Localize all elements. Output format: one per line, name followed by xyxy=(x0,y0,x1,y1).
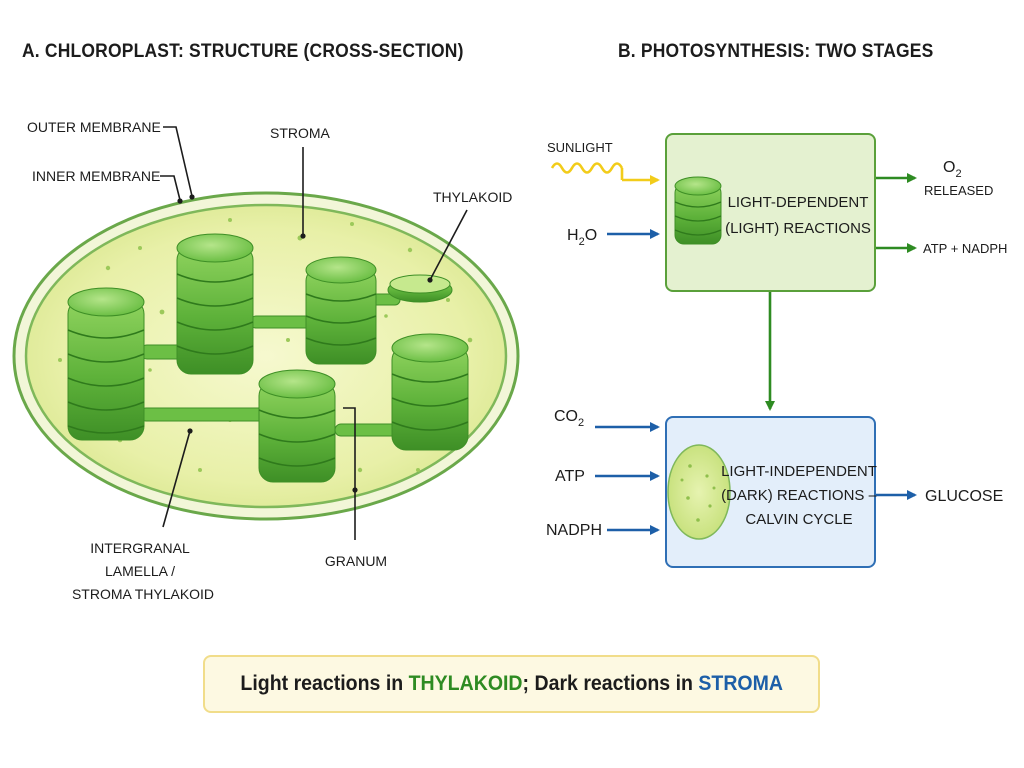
light-box-line2: (LIGHT) REACTIONS xyxy=(725,220,871,237)
nadph-label: NADPH xyxy=(546,522,602,539)
panel-b-title: B. PHOTOSYNTHESIS: TWO STAGES xyxy=(618,41,934,62)
summary-banner: Light reactions in THYLAKOID; Dark react… xyxy=(203,655,820,713)
summary-stroma: STROMA xyxy=(698,672,783,695)
summary-part2: ; Dark reactions in xyxy=(522,672,699,695)
panel-a-title: A. CHLOROPLAST: STRUCTURE (CROSS-SECTION… xyxy=(22,41,464,62)
sunlight-label: SUNLIGHT xyxy=(547,140,613,155)
intergranal-label-line3: STROMA THYLAKOID xyxy=(72,586,214,602)
atp-label: ATP xyxy=(555,468,585,485)
summary-thylakoid: THYLAKOID xyxy=(408,672,523,695)
granum-stack-2 xyxy=(176,233,254,375)
outer-membrane-label: OUTER MEMBRANE xyxy=(27,119,161,135)
light-reactions-box xyxy=(665,133,876,292)
stroma-icon xyxy=(667,444,731,540)
inner-membrane-label: INNER MEMBRANE xyxy=(32,168,160,184)
thylakoid-label: THYLAKOID xyxy=(433,189,512,205)
sunlight-arrow xyxy=(550,162,658,181)
co2-label: CO2 xyxy=(554,408,584,429)
single-thylakoid xyxy=(387,274,453,303)
chloroplast: OUTER MEMBRANE INNER MEMBRANE STROMA THY… xyxy=(12,119,520,602)
thylakoid-stack-icon xyxy=(674,176,722,245)
dark-box-line2: (DARK) REACTIONS – xyxy=(721,487,878,504)
granum-stack-3 xyxy=(305,256,377,365)
stroma-label: STROMA xyxy=(270,125,331,141)
atp-nadph-label: ATP + NADPH xyxy=(923,241,1007,256)
dark-box-line3: CALVIN CYCLE xyxy=(745,511,852,528)
granum-stack-5 xyxy=(391,333,469,451)
dark-box-line1: LIGHT-INDEPENDENT xyxy=(721,463,877,480)
granum-stack-1 xyxy=(67,287,145,441)
h2o-label: H2O xyxy=(567,227,597,248)
granum-stack-4 xyxy=(258,369,336,483)
glucose-label: GLUCOSE xyxy=(925,488,1003,505)
o2-released-label: RELEASED xyxy=(924,183,993,198)
light-box-line1: LIGHT-DEPENDENT xyxy=(728,194,869,211)
intergranal-label-line1: INTERGRANAL xyxy=(90,540,190,556)
intergranal-label-line2: LAMELLA / xyxy=(105,563,175,579)
leader-lines xyxy=(160,126,468,540)
o2-label: O2 xyxy=(943,159,962,180)
summary-part1: Light reactions in xyxy=(240,672,409,695)
photosynthesis-stages: LIGHT-DEPENDENT (LIGHT) REACTIONS LIGHT-… xyxy=(546,133,1007,568)
granum-label: GRANUM xyxy=(325,553,387,569)
